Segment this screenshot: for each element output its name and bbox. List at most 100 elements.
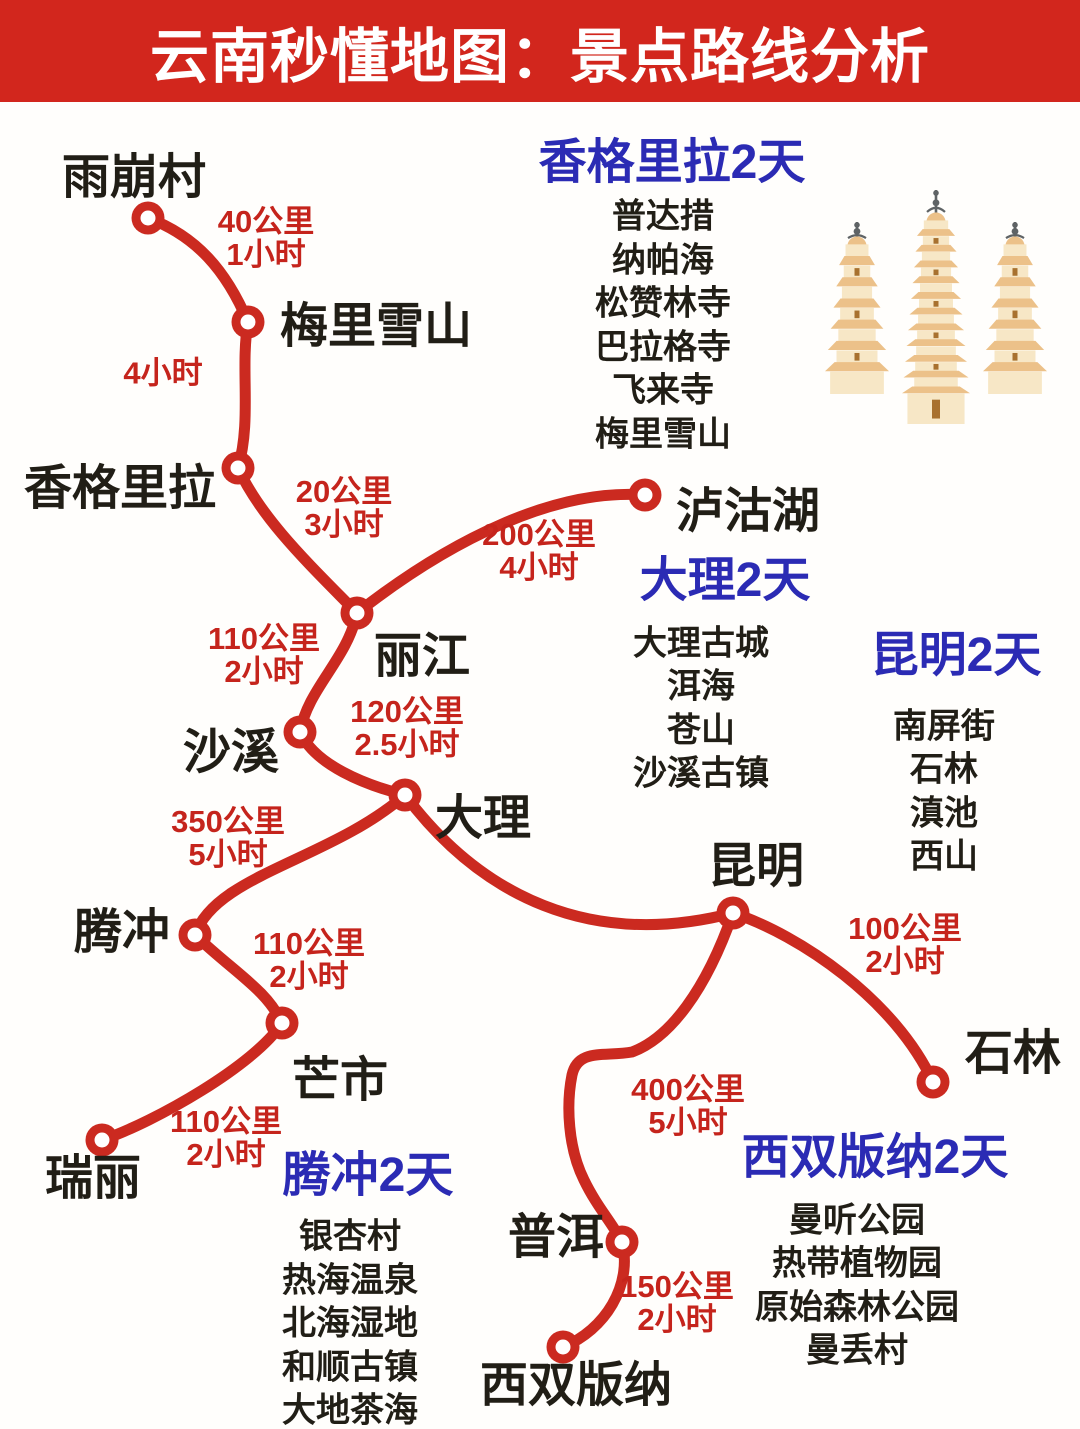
city-dot-center-dali <box>397 787 413 803</box>
city-dot-center-yubeng <box>140 210 156 226</box>
pagoda-tier-body <box>919 283 953 294</box>
city-label-yubeng: 雨崩村 <box>61 151 207 204</box>
city-dot-center-shaxi <box>292 724 308 740</box>
pagoda-eave <box>912 276 960 284</box>
pagoda-eave <box>836 277 878 287</box>
itinerary-item-shangri-la-2days-0: 普达措 <box>612 197 714 236</box>
pagoda-eave <box>991 298 1039 308</box>
pagoda-eave <box>903 370 969 378</box>
route-shangri-la-to-lijiang <box>232 462 363 619</box>
pagoda-eave <box>994 277 1036 287</box>
city-dot-center-xishuangbanna <box>555 1339 571 1355</box>
pagoda-tier-body <box>914 377 958 388</box>
pagoda-tier-body <box>999 286 1031 300</box>
distance-label-line: 110公里 <box>207 621 321 656</box>
pagoda-tier-body <box>845 244 869 258</box>
pagoda-window <box>854 310 860 319</box>
pagoda-eave <box>907 323 965 331</box>
city-label-xishuangbanna: 西双版纳 <box>479 1359 673 1412</box>
distance-label-1: 4小时 <box>123 357 202 390</box>
pagoda-tier-body <box>923 220 949 231</box>
pagoda-window <box>933 238 939 244</box>
distance-label-line: 2小时 <box>224 654 304 689</box>
city-dot-center-shilin <box>925 1074 941 1090</box>
route-dali-to-tengchong <box>189 789 411 941</box>
itinerary-item-xishuangbanna-2days-1: 热带植物园 <box>772 1244 942 1283</box>
route-yubeng-to-meili-xueshan <box>142 212 254 328</box>
city-dot-center-shangri-la <box>230 460 246 476</box>
pagoda-window <box>933 363 939 370</box>
pagoda-finial-tip <box>1012 222 1018 228</box>
distance-label-line: 5小时 <box>188 837 268 872</box>
itinerary-item-dali-2days-3: 沙溪古镇 <box>633 754 769 793</box>
pagoda-eave <box>997 256 1033 266</box>
pagoda-tier-body <box>996 329 1034 343</box>
city-dot-center-puer <box>614 1234 630 1250</box>
itinerary-item-dali-2days-0: 大理古城 <box>633 624 769 663</box>
city-dot-center-tengchong <box>187 927 203 943</box>
itinerary-item-dali-2days-2: 苍山 <box>667 711 735 750</box>
pagoda-eave <box>988 319 1042 329</box>
pagoda-tier-body <box>916 346 956 357</box>
pagoda-eave <box>833 298 881 308</box>
pagoda-finial-bead <box>1011 227 1019 235</box>
route-kunming-to-puer <box>563 907 739 1248</box>
itinerary-item-kunming-2days-3: 西山 <box>910 837 978 876</box>
pagoda-finial-bead <box>932 199 940 207</box>
city-label-dali: 大理 <box>434 792 532 845</box>
distance-label-line: 20公里 <box>295 474 393 509</box>
distance-label-line: 400公里 <box>631 1072 745 1107</box>
itinerary-item-shangri-la-2days-2: 松赞林寺 <box>595 284 731 323</box>
pagoda-0 <box>825 222 889 394</box>
distance-label-line: 4小时 <box>123 355 203 391</box>
itinerary-title-kunming-2days: 昆明2天 <box>870 629 1042 682</box>
pagoda-window <box>854 268 860 276</box>
pagoda-window <box>1012 310 1018 319</box>
pagoda-eave <box>827 340 887 351</box>
itinerary-title-shangri-la-2days: 香格里拉2天 <box>538 136 806 189</box>
itinerary-item-tengchong-2days-0: 银杏村 <box>299 1217 401 1256</box>
city-label-shaxi: 沙溪 <box>182 726 280 779</box>
itinerary-item-kunming-2days-2: 滇池 <box>910 794 978 833</box>
pagoda-base <box>830 371 884 394</box>
city-label-lijiang: 丽江 <box>373 630 471 683</box>
route-dali-to-kunming <box>399 789 739 931</box>
route-kunming-to-shilin <box>727 907 939 1088</box>
pagoda-finial-bead <box>853 227 861 235</box>
distance-label-line: 2小时 <box>186 1137 266 1172</box>
pagoda-eave <box>910 292 962 299</box>
pagoda-window <box>933 332 939 339</box>
itinerary-title-tengchong-2days: 腾冲2天 <box>282 1149 454 1202</box>
distance-label-line: 110公里 <box>252 926 366 961</box>
itinerary-item-shangri-la-2days-5: 梅里雪山 <box>595 415 731 453</box>
distance-label-line: 120公里 <box>350 694 464 729</box>
pagoda-tier-body <box>921 251 951 262</box>
pagoda-eave <box>902 386 970 394</box>
city-label-lugu-lake: 泸沽湖 <box>675 485 821 538</box>
route-lijiang-to-lugu-lake <box>351 488 651 619</box>
pagoda-eave <box>906 339 966 347</box>
pagoda-finial-arms <box>1005 233 1025 240</box>
itinerary-item-shangri-la-2days-4: 飞来寺 <box>612 371 714 410</box>
route-mangshi-to-ruili <box>96 1017 288 1146</box>
pagoda-finial-arms <box>926 206 946 213</box>
itinerary-item-kunming-2days-0: 南屏街 <box>893 707 995 746</box>
itinerary-item-tengchong-2days-1: 热海温泉 <box>282 1261 418 1299</box>
city-dot-center-ruili <box>94 1132 110 1148</box>
itinerary-title-dali-2days: 大理2天 <box>639 554 811 607</box>
pagoda-window <box>933 301 939 307</box>
pagoda-door <box>932 399 940 419</box>
city-dot-center-mangshi <box>274 1015 290 1031</box>
distance-label-line: 4小时 <box>499 550 579 585</box>
itinerary-item-shangri-la-2days-1: 纳帕海 <box>612 241 714 279</box>
pagoda-2 <box>983 222 1047 394</box>
